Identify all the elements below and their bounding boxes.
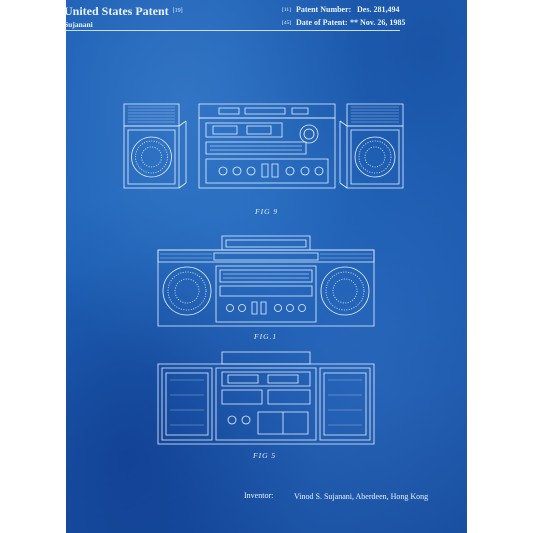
knob [227,305,234,312]
left-speaker-body [124,126,179,188]
left-speaker-grille-hatch [128,107,175,122]
date-label: Date of Patent: [296,18,348,27]
connector-panel [268,390,310,404]
left-speaker-cone-mesh [136,141,168,173]
slider [252,302,257,314]
figure-5-drawing [158,352,374,444]
cassette-deck [206,123,282,137]
figure-1-drawing [158,236,374,326]
jack [228,416,236,424]
knob [286,167,294,175]
right-speaker-cone [355,137,395,177]
carry-handle [222,236,310,250]
inventor-value: Vinod S. Sujanani, Aberdeen, Hong Kong [294,492,429,501]
figure-1-label: FIG.1 [254,332,278,341]
battery-compartment [222,390,262,404]
slider [261,302,266,314]
center-panel [216,266,316,322]
rear-body [158,364,374,444]
knob [233,167,241,175]
inventor-label: Inventor: [244,491,274,500]
patent-title: United States Patent[19] [64,4,183,18]
right-speaker-frame [351,130,399,184]
right-speaker-grille-hatch [351,107,399,122]
figure-9-drawing [124,104,403,188]
figure-5-label: FIG 5 [253,451,277,460]
left-woofer [163,267,211,315]
knob [299,305,306,312]
control-panel [206,159,328,183]
date-value: ** Nov. 26, 1985 [350,18,406,27]
date-ref: [45] [282,20,292,26]
slider [262,164,268,177]
right-woofer [321,267,369,315]
rear-cassette [222,372,310,386]
tuning-dial [300,125,318,143]
patent-number-label: Patent Number: [296,5,352,14]
right-speaker-body [347,126,403,188]
title-ref: [19] [172,8,183,14]
knob [275,305,282,312]
knob [315,167,323,175]
slider [272,164,278,177]
center-unit-body [199,118,335,188]
left-speaker-top-grille [124,104,179,126]
rear-left-speaker-box [162,368,212,440]
rear-center-panel [216,368,316,440]
top-strip [158,250,374,262]
knob [219,167,227,175]
patent-number-ref: [11] [282,7,291,13]
tuner-band [220,270,312,282]
rear-handle [222,352,310,364]
jack [242,416,250,424]
patent-number-value: Des. 281,494 [357,5,400,14]
knob [247,167,255,175]
tuner-display [206,142,306,154]
left-speaker-frame [128,130,175,184]
knob [301,167,309,175]
inventor-surname: Sujanani [64,20,93,29]
cassette-window [220,286,312,296]
header-rule [64,30,400,31]
knob [239,305,246,312]
left-speaker-cone [132,137,172,177]
figure-9-label: FIG 9 [255,207,279,216]
rear-right-speaker-box [320,368,370,440]
knob [287,305,294,312]
right-speaker-top-grille [347,104,403,126]
